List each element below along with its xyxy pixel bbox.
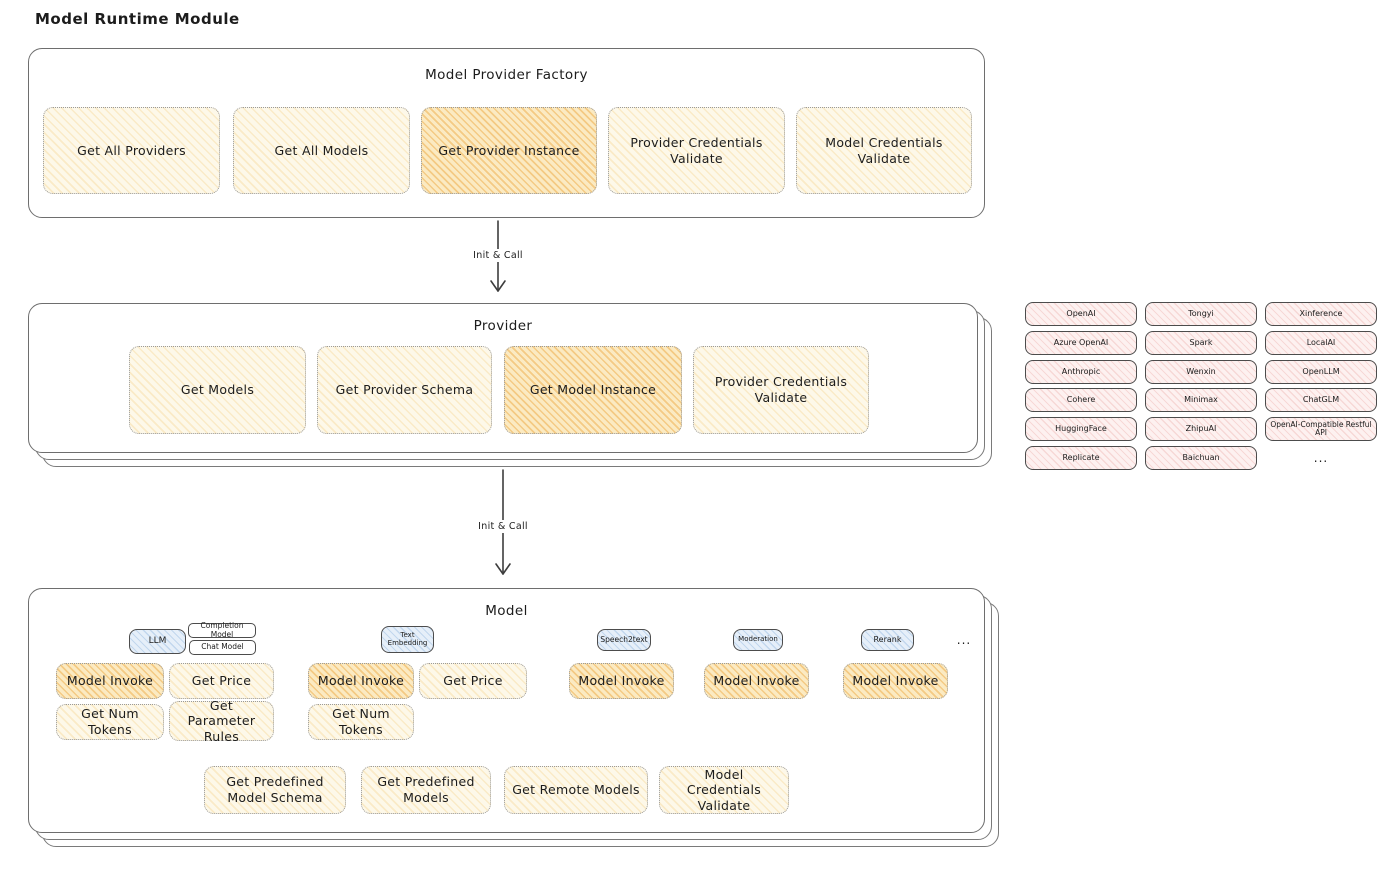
provider-chip-chatglm: ChatGLM xyxy=(1265,388,1377,412)
provider-chip-replicate: Replicate xyxy=(1025,446,1137,470)
model-type-chip-text-embedding: Text Embedding xyxy=(381,626,434,653)
model-type-chip-chat-model: Chat Model xyxy=(189,640,256,655)
provider-title: Provider xyxy=(473,318,533,334)
node-model-invoke-llm: Model Invoke xyxy=(56,663,164,699)
provider-list-more-ellipsis: ... xyxy=(1313,451,1329,465)
node-model-credentials-validate-factory: Model Credentials Validate xyxy=(796,107,972,194)
node-provider-credentials-validate-factory: Provider Credentials Validate xyxy=(608,107,785,194)
provider-chip-minimax: Minimax xyxy=(1145,388,1257,412)
node-get-price-llm: Get Price xyxy=(169,663,274,699)
provider-chip-anthropic: Anthropic xyxy=(1025,360,1137,384)
node-get-remote-models: Get Remote Models xyxy=(504,766,648,814)
node-get-provider-instance: Get Provider Instance xyxy=(421,107,597,194)
provider-chip-zhipuai: ZhipuAI xyxy=(1145,417,1257,441)
node-get-provider-schema: Get Provider Schema xyxy=(317,346,492,434)
node-provider-credentials-validate-provider: Provider Credentials Validate xyxy=(693,346,869,434)
provider-box: Provider Get Models Get Provider Schema … xyxy=(28,303,978,453)
model-type-chip-moderation: Moderation xyxy=(733,629,783,651)
model-box: Model LLM Completion Model Chat Model Te… xyxy=(28,588,985,833)
model-types-more-ellipsis: ... xyxy=(956,633,972,647)
node-get-predefined-model-schema: Get Predefined Model Schema xyxy=(204,766,346,814)
provider-chip-openai: OpenAI xyxy=(1025,302,1137,326)
node-get-num-tokens-text-embedding: Get Num Tokens xyxy=(308,704,414,740)
node-model-credentials-validate-model: Model Credentials Validate xyxy=(659,766,789,814)
node-get-model-instance: Get Model Instance xyxy=(504,346,682,434)
node-get-predefined-models: Get Predefined Models xyxy=(361,766,491,814)
node-model-invoke-text-embedding: Model Invoke xyxy=(308,663,414,699)
provider-chip-huggingface: HuggingFace xyxy=(1025,417,1137,441)
provider-chip-openllm: OpenLLM xyxy=(1265,360,1377,384)
node-get-all-providers: Get All Providers xyxy=(43,107,220,194)
provider-chip-azure-openai: Azure OpenAI xyxy=(1025,331,1137,355)
provider-chip-wenxin: Wenxin xyxy=(1145,360,1257,384)
model-type-chip-llm: LLM xyxy=(129,629,186,654)
model-provider-factory-title: Model Provider Factory xyxy=(425,67,588,83)
provider-chip-xinference: Xinference xyxy=(1265,302,1377,326)
page-title: Model Runtime Module xyxy=(35,10,240,28)
provider-chip-spark: Spark xyxy=(1145,331,1257,355)
node-model-invoke-rerank: Model Invoke xyxy=(843,663,948,699)
provider-chip-localai: LocalAI xyxy=(1265,331,1377,355)
node-get-price-text-embedding: Get Price xyxy=(419,663,527,699)
model-type-chip-speech2text: Speech2text xyxy=(597,629,651,651)
model-title: Model xyxy=(485,603,528,619)
provider-chip-openai-compatible-restful-api: OpenAI-Compatible Restful API xyxy=(1265,417,1377,441)
provider-chip-baichuan: Baichuan xyxy=(1145,446,1257,470)
init-call-label-1: Init & Call xyxy=(462,249,534,262)
model-provider-factory-box: Model Provider Factory Get All Providers… xyxy=(28,48,985,218)
node-get-models: Get Models xyxy=(129,346,306,434)
node-get-num-tokens-llm: Get Num Tokens xyxy=(56,704,164,740)
node-model-invoke-speech2text: Model Invoke xyxy=(569,663,674,699)
node-get-parameter-rules-llm: Get Parameter Rules xyxy=(169,698,274,744)
init-call-label-2: Init & Call xyxy=(467,520,539,533)
node-model-invoke-moderation: Model Invoke xyxy=(704,663,809,699)
node-get-all-models: Get All Models xyxy=(233,107,410,194)
model-type-chip-completion-model: Completion Model xyxy=(188,622,256,638)
model-type-chip-rerank: Rerank xyxy=(861,629,914,651)
provider-chip-cohere: Cohere xyxy=(1025,388,1137,412)
provider-chip-tongyi: Tongyi xyxy=(1145,302,1257,326)
